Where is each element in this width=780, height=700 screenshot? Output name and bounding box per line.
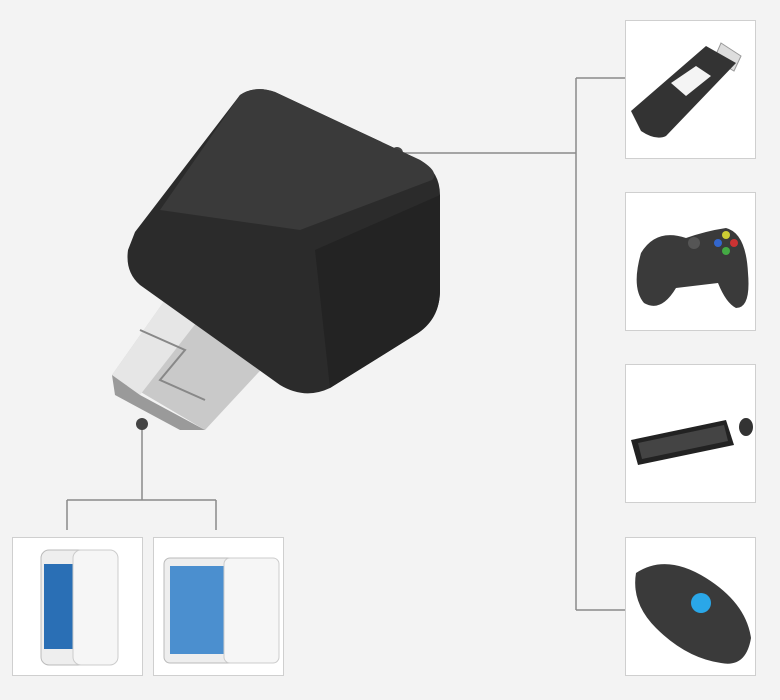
usb-flash-drive-icon bbox=[631, 42, 742, 138]
device-keyboard-mouse bbox=[625, 364, 756, 503]
tablet-icon bbox=[163, 557, 280, 664]
game-controller-icon bbox=[636, 228, 749, 308]
device-game-controller bbox=[625, 192, 756, 331]
device-gaming-mouse bbox=[625, 537, 756, 676]
gaming-mouse-icon bbox=[635, 564, 751, 664]
connector-lines bbox=[66, 77, 625, 611]
device-usb-flash-drive bbox=[625, 20, 756, 159]
keyboard-and-mouse-icon bbox=[631, 418, 753, 465]
connector-dot-bottom bbox=[136, 418, 148, 430]
otg-adapter-image bbox=[112, 89, 440, 430]
smartphone-icon bbox=[40, 549, 119, 666]
device-tablet bbox=[153, 537, 284, 676]
device-smartphone bbox=[12, 537, 143, 676]
